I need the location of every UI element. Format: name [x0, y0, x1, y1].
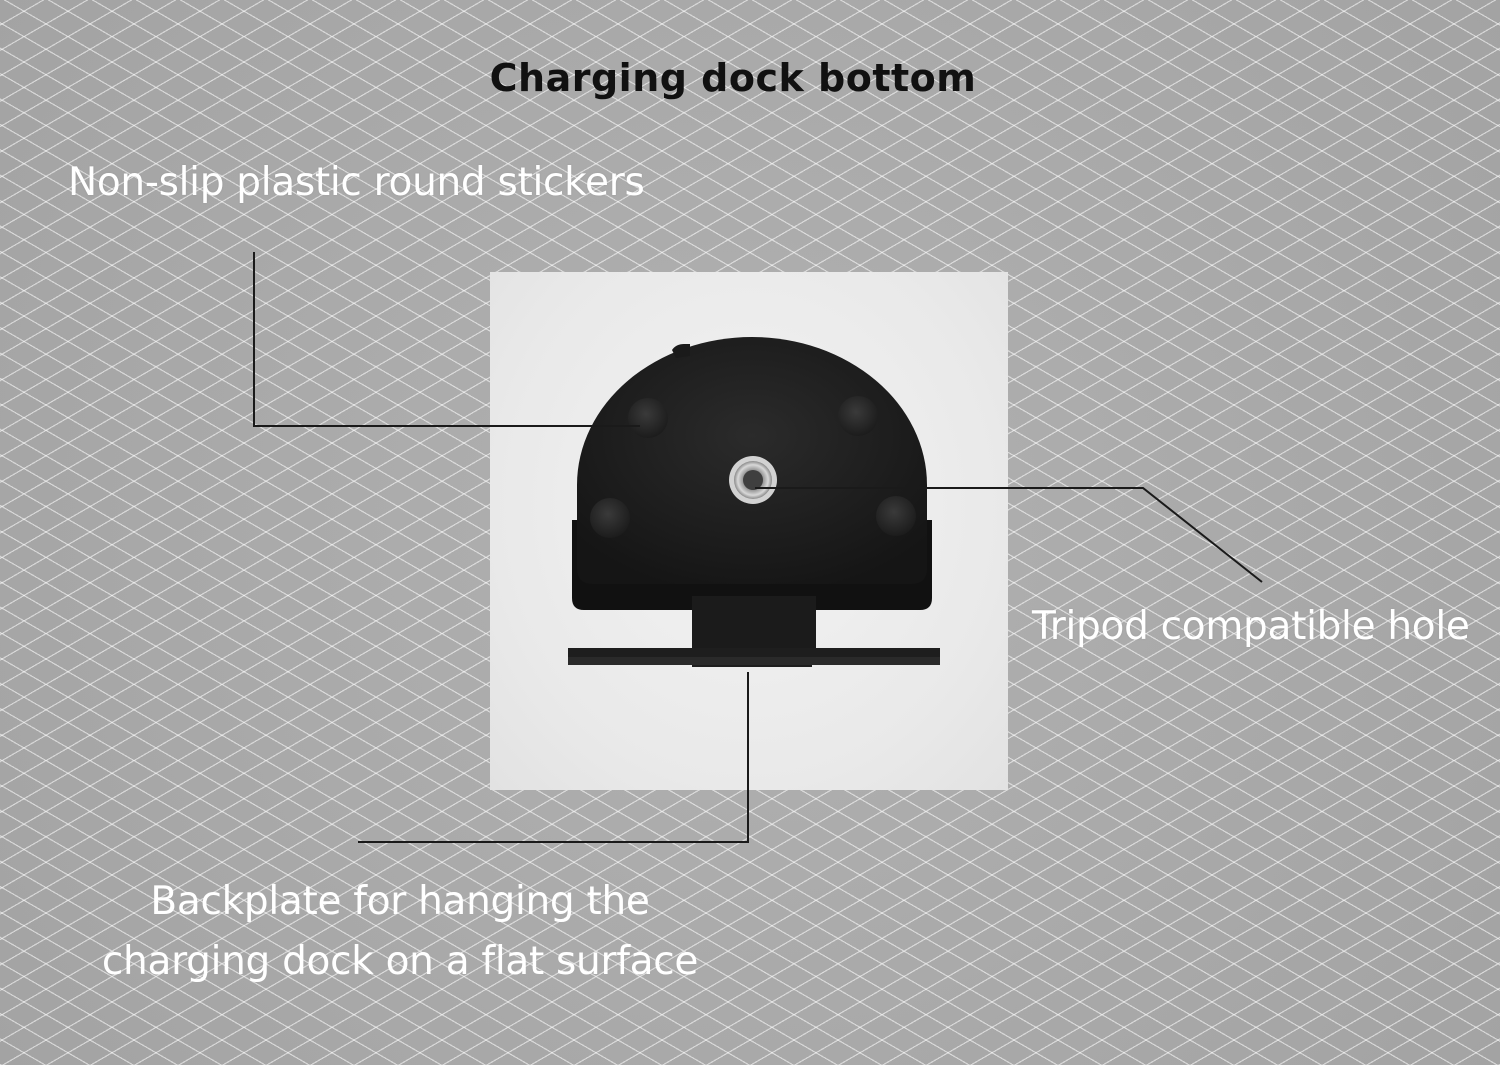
callout-backplate-label: Backplate for hanging the charging dock … — [60, 872, 740, 992]
callout-stickers-label: Non-slip plastic round stickers — [68, 160, 645, 205]
callout-backplate-line-1: Backplate for hanging the — [150, 879, 650, 924]
callout-tripod-label: Tripod compatible hole — [1032, 604, 1470, 649]
callout-backplate-line-2: charging dock on a flat surface — [101, 939, 699, 984]
page-title: Charging dock bottom — [489, 56, 977, 100]
product-photo-panel — [490, 272, 1008, 790]
